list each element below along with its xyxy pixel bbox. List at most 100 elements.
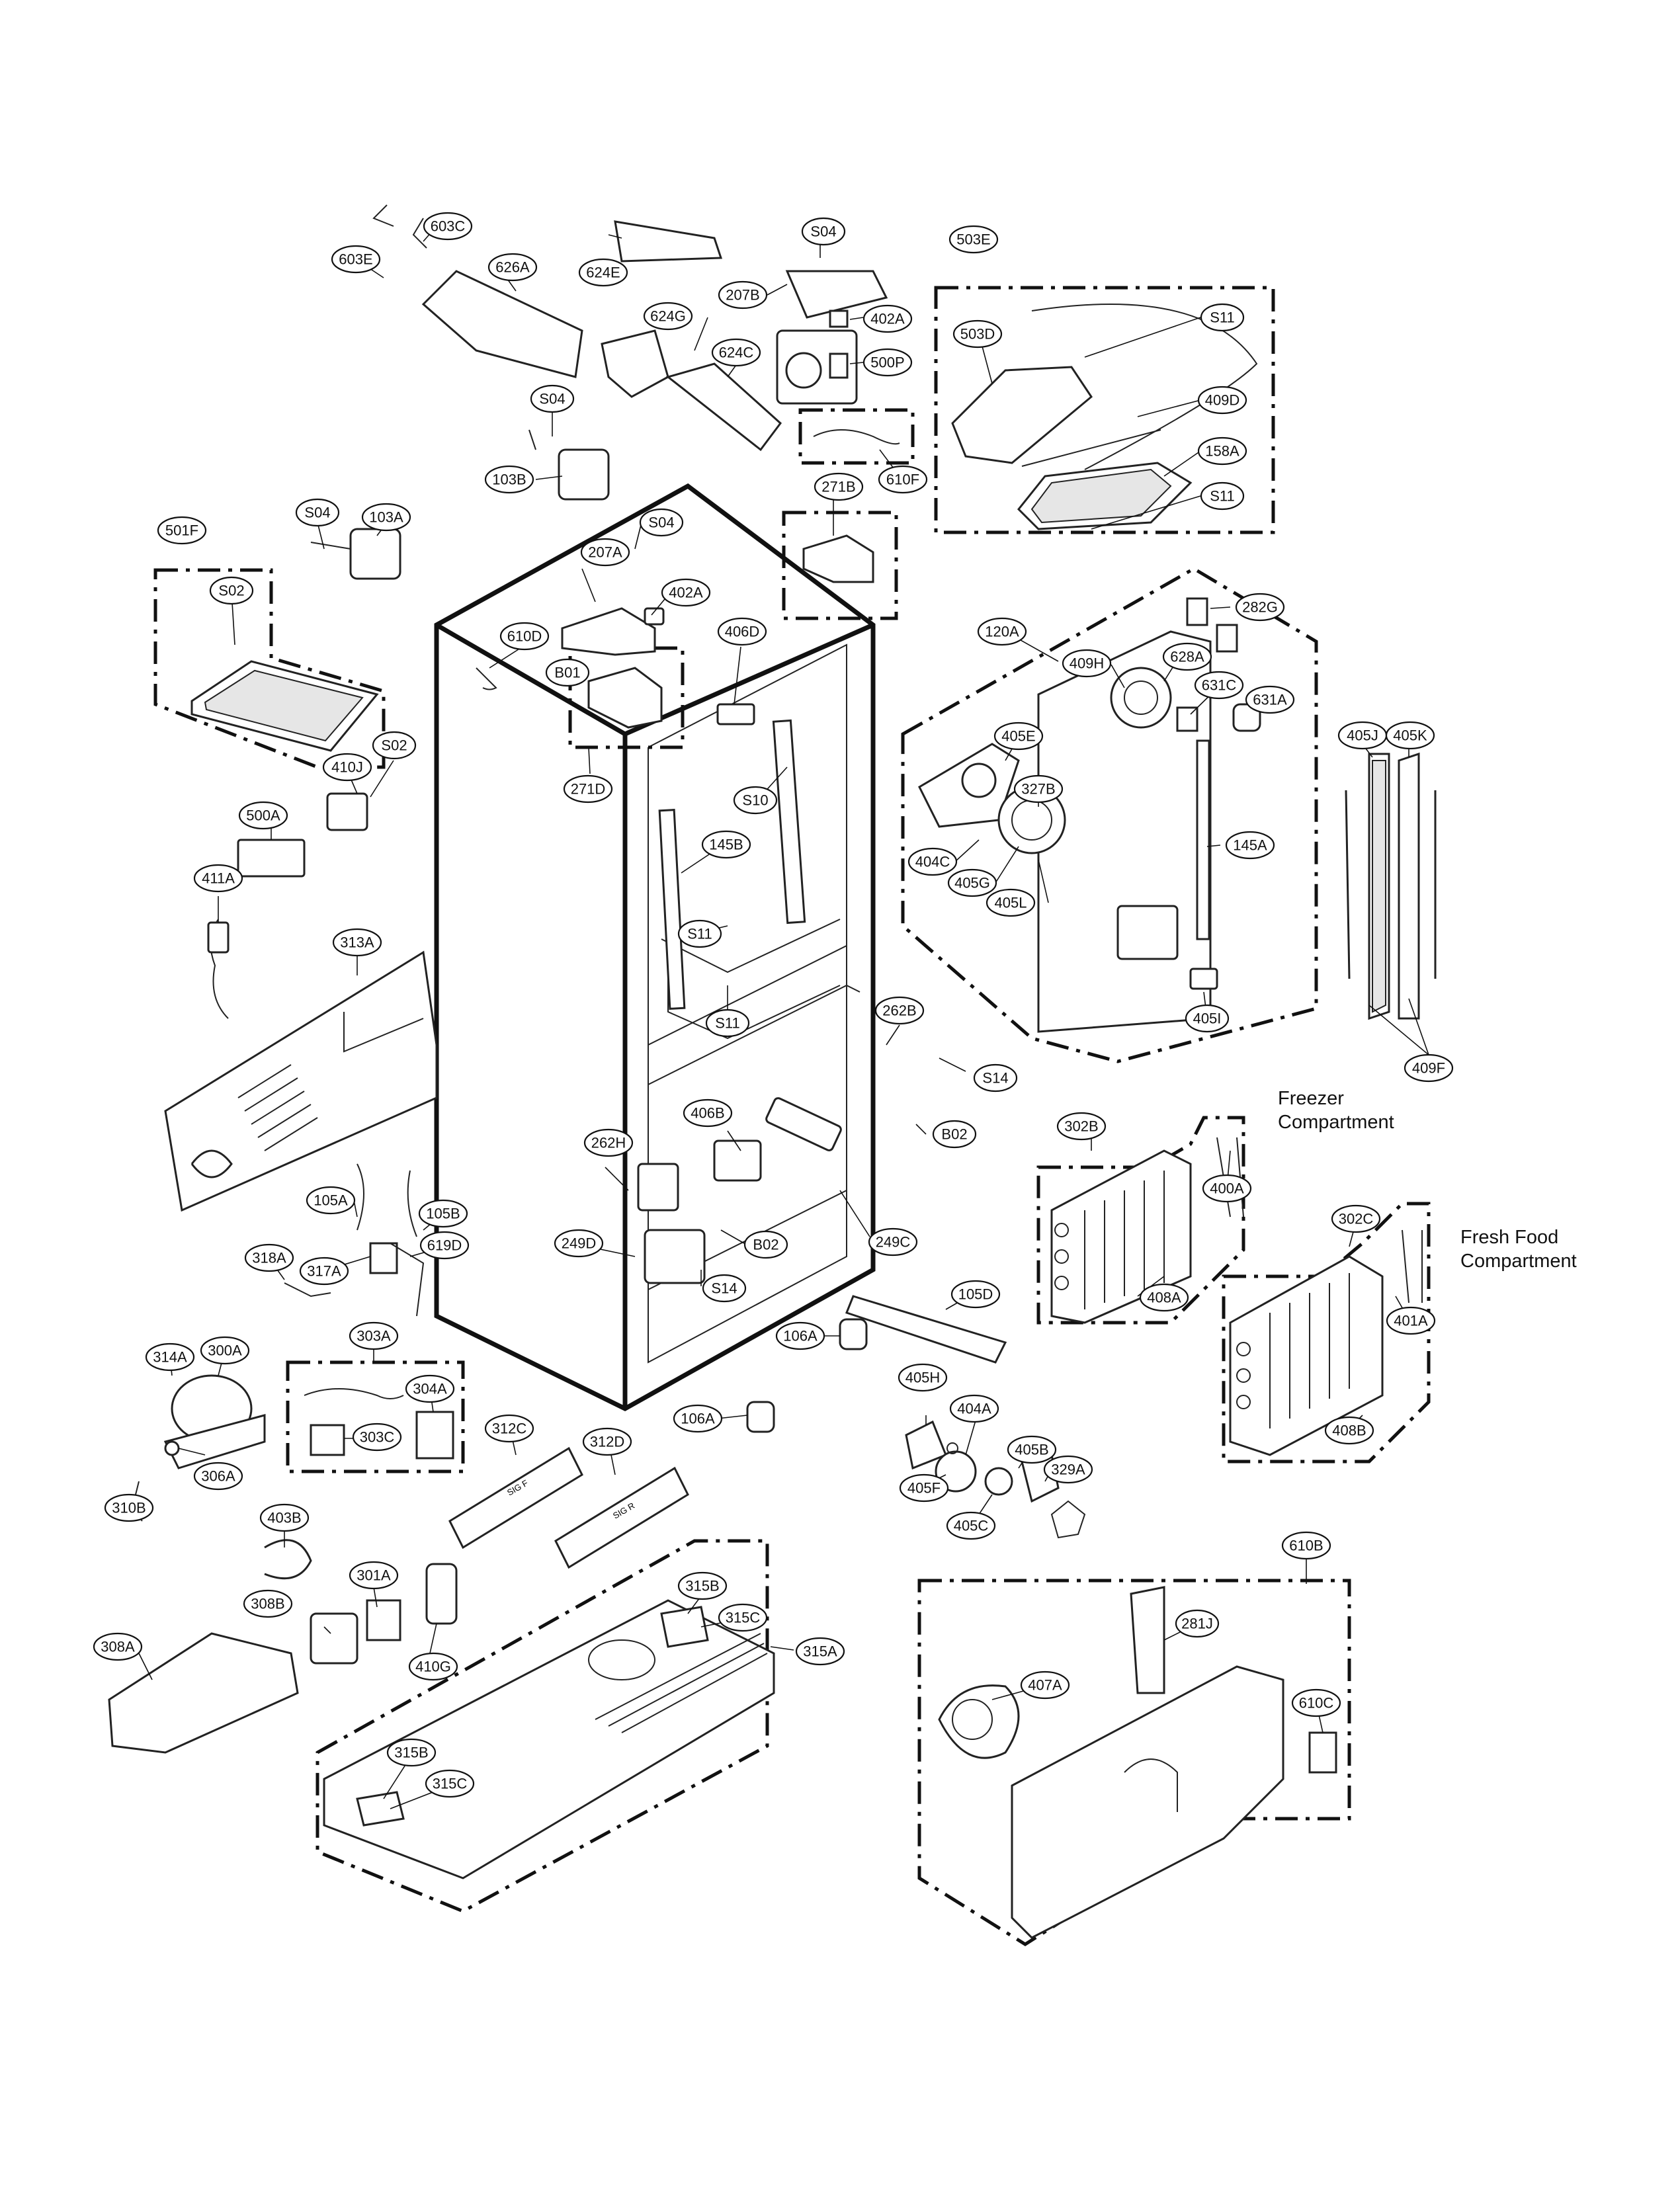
part-label: 306A [193,1462,243,1491]
svg-text:303C: 303C [360,1429,395,1446]
part-label: 405L [986,888,1036,917]
part-label: 105B [418,1199,468,1228]
part-label: 408A [1139,1283,1189,1312]
svg-text:626A: 626A [495,259,530,276]
part-label: 503E [948,225,999,254]
part-label: 145B [701,830,751,859]
part-label: 631C [1194,671,1244,700]
svg-text:402A: 402A [870,311,905,327]
part-label: 106A [775,1321,825,1350]
part-label: 271D [563,774,613,804]
svg-text:158A: 158A [1205,443,1239,460]
svg-text:315A: 315A [803,1643,837,1660]
svg-text:409F: 409F [1412,1060,1445,1077]
svg-text:317A: 317A [307,1263,341,1280]
part-label: 624E [578,258,628,287]
part-label: S04 [295,498,340,527]
svg-text:262B: 262B [882,1003,916,1019]
svg-text:S02: S02 [381,737,407,754]
part-label: 327B [1013,774,1064,804]
svg-text:628A: 628A [1170,649,1204,665]
svg-text:406B: 406B [691,1105,724,1122]
svg-text:503D: 503D [960,326,995,343]
svg-text:S11: S11 [1210,309,1235,326]
part-label: 310B [104,1493,154,1522]
svg-text:610C: 610C [1299,1695,1334,1712]
part-label: 501F [157,516,207,545]
part-label: 405J [1337,721,1388,750]
part-label: 281J [1175,1609,1220,1638]
svg-text:S11: S11 [1210,488,1235,505]
svg-text:315B: 315B [685,1578,719,1594]
svg-text:329A: 329A [1051,1462,1085,1478]
svg-text:301A: 301A [357,1567,391,1584]
svg-text:405F: 405F [907,1480,941,1497]
part-label: S14 [973,1063,1018,1093]
svg-text:B02: B02 [941,1126,967,1143]
svg-text:624G: 624G [650,308,686,325]
part-label: 405H [898,1363,948,1392]
part-label: 308A [93,1632,143,1661]
part-label: 409H [1062,649,1112,678]
svg-text:271B: 271B [821,479,855,495]
part-label: 626A [487,253,538,282]
part-label: S04 [639,508,684,537]
part-label: S11 [1200,303,1245,332]
svg-text:262H: 262H [591,1135,626,1151]
svg-text:106A: 106A [681,1411,715,1427]
svg-text:411A: 411A [202,870,235,887]
svg-text:406D: 406D [725,624,760,640]
part-label: S14 [702,1274,747,1303]
part-label: 315A [795,1637,845,1666]
svg-text:S14: S14 [711,1280,737,1297]
part-label: S04 [801,217,846,246]
svg-text:327B: 327B [1021,781,1055,798]
part-label: 303A [349,1321,399,1350]
part-label: 262H [583,1128,634,1157]
back-panel-grille [237,1064,318,1151]
svg-text:313A: 313A [340,934,374,951]
svg-text:S11: S11 [687,926,712,942]
part-label: 207B [718,280,768,309]
hinge-assemblies [476,511,898,749]
part-label: 315B [677,1571,728,1600]
svg-text:314A: 314A [153,1349,187,1366]
part-label: 500A [238,801,288,830]
svg-text:405I: 405I [1193,1011,1222,1027]
svg-text:318A: 318A [252,1250,286,1266]
harness-wire [813,429,900,445]
part-label: S04 [530,384,575,413]
part-label: 402A [862,304,913,333]
svg-text:610B: 610B [1289,1538,1323,1554]
part-label: 411A [193,864,243,893]
svg-text:103A: 103A [369,509,403,526]
part-label: 314A [145,1342,195,1372]
icemaker-tray-group [153,568,386,1019]
part-label: 624C [711,338,761,367]
part-label: 405I [1185,1004,1230,1033]
svg-text:405E: 405E [1001,728,1035,745]
svg-text:282G: 282G [1242,599,1278,616]
part-label: 302C [1331,1204,1381,1233]
part-label: 405K [1385,721,1435,750]
svg-text:105B: 105B [426,1206,460,1222]
svg-text:105A: 105A [314,1192,348,1209]
svg-text:145B: 145B [709,837,743,853]
part-label: 105A [306,1186,356,1215]
svg-text:207B: 207B [726,287,759,304]
part-label: 207A [580,538,630,567]
svg-text:405J: 405J [1347,727,1378,744]
part-label: 317A [299,1257,349,1286]
svg-text:408B: 408B [1332,1423,1366,1439]
part-label: 610C [1291,1688,1341,1717]
svg-text:S04: S04 [304,505,330,521]
part-label: 405G [947,868,997,897]
part-label: 408B [1324,1416,1374,1445]
part-label: 404A [949,1394,999,1423]
part-label: 303C [352,1423,402,1452]
part-label: 410J [322,753,372,782]
svg-text:S04: S04 [648,515,674,531]
machine-compartment-parts [108,1295,1007,1754]
svg-text:303A: 303A [357,1328,391,1344]
